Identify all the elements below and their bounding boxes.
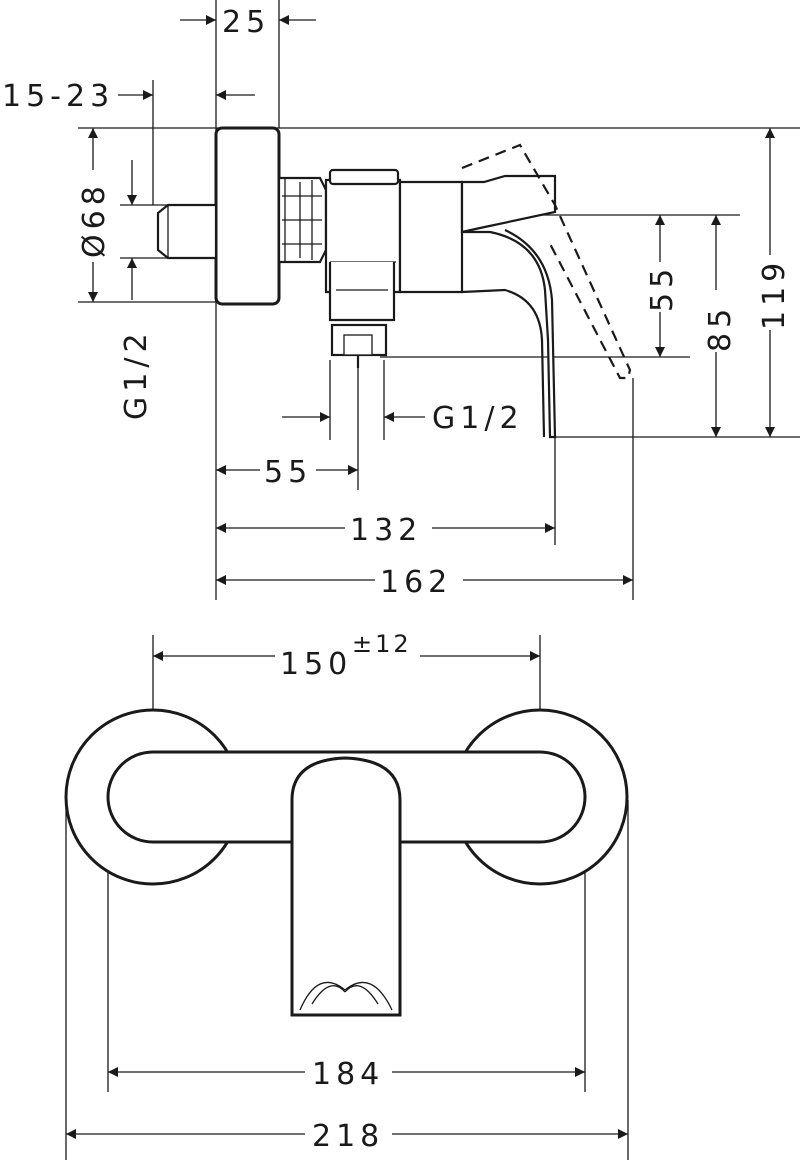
dim-162: 162 — [216, 565, 633, 600]
dim-25: 25 — [180, 5, 316, 40]
label-150: 150 — [280, 647, 352, 682]
pipe-stub — [156, 203, 218, 260]
label-55-horizontal: 55 — [264, 455, 312, 490]
label-55-vertical: 55 — [645, 264, 680, 312]
dim-119: 119 — [757, 128, 792, 437]
mixer-body — [324, 168, 464, 368]
dim-g-mid: G1/2 — [282, 401, 524, 436]
label-132: 132 — [350, 513, 422, 548]
label-diameter-68: Ø68 — [77, 181, 112, 258]
dim-55-horizontal: 55 — [216, 455, 358, 490]
extension-lines — [78, 0, 800, 600]
dim-132: 132 — [216, 513, 555, 548]
label-15-23: 15-23 — [2, 79, 114, 114]
dim-15-23: 15-23 — [2, 79, 255, 114]
label-162: 162 — [380, 565, 452, 600]
front-lever — [290, 756, 402, 1017]
hex-connector — [277, 176, 328, 264]
dim-85: 85 — [703, 215, 738, 437]
label-85: 85 — [703, 304, 738, 352]
side-view: 25 15-23 Ø68 G1/2 55 85 — [2, 0, 800, 600]
dim-diameter-68: Ø68 — [77, 128, 112, 302]
dim-55-vertical: 55 — [645, 215, 680, 357]
label-150-tolerance: ±12 — [352, 630, 412, 658]
label-g-mid: G1/2 — [432, 401, 524, 436]
dim-150: 150 ±12 — [153, 630, 540, 682]
label-g-left: G1/2 — [119, 328, 154, 420]
front-view: 150 ±12 184 218 — [64, 630, 629, 1160]
lever-handle-rotated — [461, 143, 632, 380]
dim-218: 218 — [66, 1119, 628, 1154]
label-184: 184 — [312, 1057, 384, 1092]
dim-g-left: G1/2 — [119, 160, 154, 420]
wall-rosette — [214, 126, 281, 306]
label-119: 119 — [757, 258, 792, 330]
label-25: 25 — [222, 5, 270, 40]
lever-handle — [460, 174, 557, 439]
dim-184: 184 — [108, 1057, 585, 1092]
label-218: 218 — [312, 1119, 384, 1154]
